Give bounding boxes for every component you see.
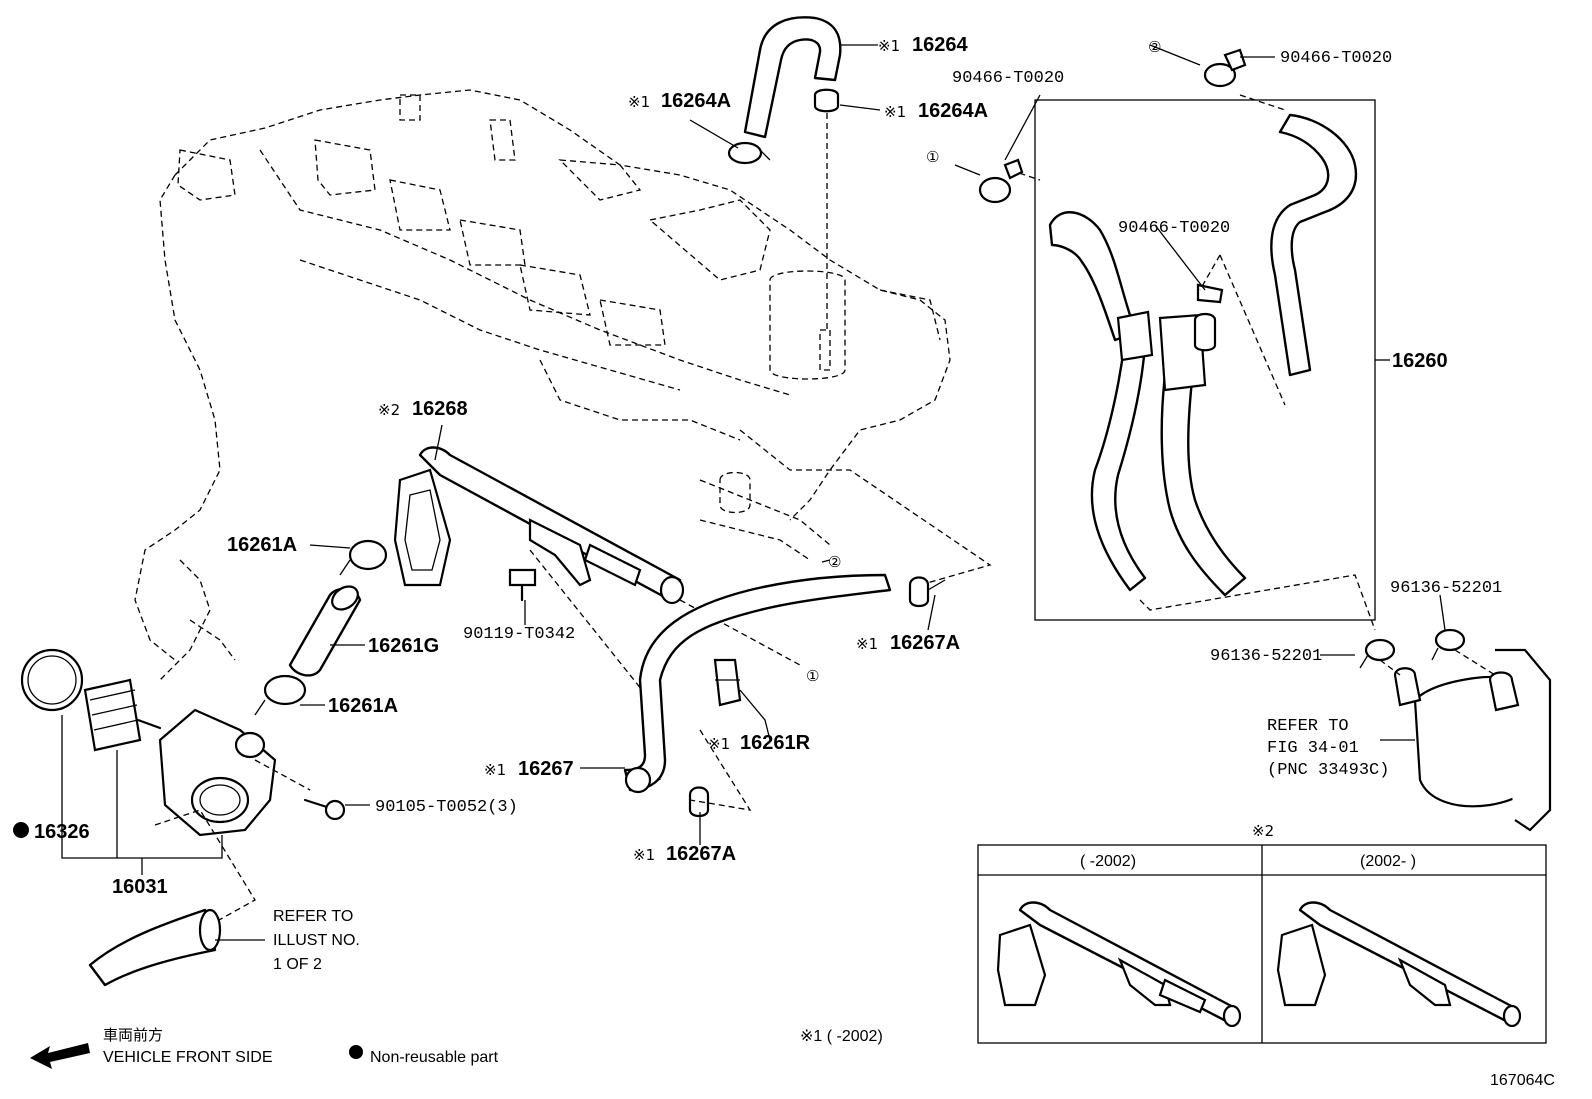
- bolt-90105: [303, 798, 346, 821]
- note-mark: ※2: [378, 401, 400, 419]
- clamp-90466-top: [1203, 48, 1247, 88]
- part-16261R: 16261R: [740, 732, 811, 754]
- inset-title: ※2: [1252, 822, 1274, 840]
- clamp-96136-left: [1359, 638, 1396, 669]
- hose-16260-right: [1270, 113, 1358, 377]
- inset-right-header: (2002- ): [1360, 853, 1416, 870]
- legend-front-en: VEHICLE FRONT SIDE: [103, 1049, 273, 1066]
- circle-mark: ②: [1148, 38, 1161, 56]
- part-16261G: 16261G: [368, 635, 439, 657]
- refer-illust-line3: 1 OF 2: [273, 956, 322, 973]
- hose-16264: [743, 16, 842, 139]
- clip-16261R: [713, 658, 742, 707]
- thermostat: [83, 678, 162, 752]
- clamp-16261A-bottom: [254, 674, 307, 716]
- refer-fig-line3: (PNC 33493C): [1267, 761, 1389, 780]
- note-mark: ※1: [708, 735, 730, 753]
- part-16267A-bottom: 16267A: [666, 843, 736, 865]
- part-16267A-top: 16267A: [890, 632, 960, 654]
- part-16261A-bottom: 16261A: [328, 695, 398, 717]
- part-96136-right: 96136-52201: [1390, 579, 1502, 598]
- part-16264A-left: 16264A: [661, 90, 731, 112]
- part-16326: 16326: [34, 821, 90, 843]
- radiator-hose-illust: [88, 908, 222, 987]
- figure-code: 167064C: [1490, 1072, 1555, 1089]
- note-mark: ※1: [884, 103, 906, 121]
- hose-16260-left: [1048, 211, 1247, 597]
- part-16268: 16268: [412, 398, 468, 420]
- engine-block-outline: [134, 89, 992, 681]
- bolt-90119: [508, 568, 537, 602]
- part-90466-top: 90466-T0020: [1280, 49, 1392, 68]
- front-arrow-icon: [30, 1043, 90, 1069]
- part-16264A-right: 16264A: [918, 100, 988, 122]
- note-mark: ※1: [633, 846, 655, 864]
- part-16260: 16260: [1392, 350, 1448, 372]
- circle-mark: ②: [828, 553, 841, 571]
- hose-16267: [623, 573, 892, 794]
- circle-mark: ①: [926, 148, 939, 166]
- part-90466-mid: 90466-T0020: [952, 69, 1064, 88]
- inset-box: [977, 844, 1547, 1044]
- note-mark: ※1: [856, 635, 878, 653]
- clamp-16267A-bottom: [688, 786, 710, 818]
- part-90119: 90119-T0342: [463, 625, 575, 644]
- gasket-16326: [20, 648, 84, 712]
- clamp-16261A-top: [339, 539, 388, 576]
- inset-left-header: ( -2002): [1080, 853, 1136, 870]
- refer-illust-line2: ILLUST NO.: [273, 932, 360, 949]
- legend-front-jp: 車両前方: [103, 1026, 163, 1044]
- hose-16261G: [288, 585, 362, 677]
- part-96136-left: 96136-52201: [1210, 647, 1322, 666]
- footnote: ※1 ( -2002): [800, 1028, 883, 1045]
- refer-fig-line1: REFER TO: [1267, 717, 1349, 736]
- part-16267: 16267: [518, 758, 574, 780]
- legend-nonreusable: Non-reusable part: [370, 1049, 499, 1066]
- oil-cooler: [1393, 648, 1552, 832]
- pipe-16268: [393, 446, 685, 605]
- filled-dot-icon: [13, 822, 29, 838]
- clamp-16267A-top: [908, 576, 946, 608]
- water-inlet-housing: [158, 708, 277, 837]
- part-16031: 16031: [112, 876, 168, 898]
- refer-illust-line1: REFER TO: [273, 908, 353, 925]
- part-16264: 16264: [912, 34, 968, 56]
- clamp-16264A-right: [813, 88, 840, 113]
- refer-fig-line2: FIG 34-01: [1267, 739, 1359, 758]
- dashline-16260-clip: [1219, 254, 1286, 406]
- note-mark: ※1: [484, 761, 506, 779]
- circle-mark: ①: [806, 667, 819, 685]
- filled-dot-icon: [349, 1045, 363, 1059]
- clamp-96136-right: [1431, 628, 1466, 661]
- note-mark: ※1: [878, 37, 900, 55]
- part-90466-inner: 90466-T0020: [1118, 219, 1230, 238]
- part-90105: 90105-T0052(3): [375, 798, 518, 817]
- note-mark: ※1: [628, 93, 650, 111]
- part-16261A-top: 16261A: [227, 534, 297, 556]
- clamp-90466-mid: [978, 158, 1024, 204]
